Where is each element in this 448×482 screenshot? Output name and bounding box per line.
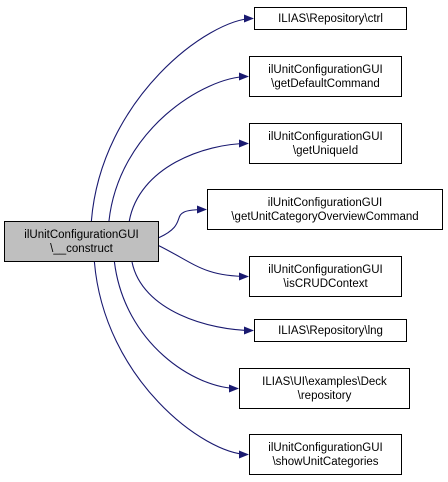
target-node-show-unit-categories[interactable]: ilUnitConfigurationGUI \showUnitCategori… xyxy=(249,434,402,475)
target-node-line-2: \getDefaultCommand xyxy=(271,77,380,90)
call-edge-6 xyxy=(113,261,239,393)
target-node-repository-lng[interactable]: ILIAS\Repository\lng xyxy=(254,319,407,342)
target-node-line-2: \getUnitCategoryOverviewCommand xyxy=(231,210,419,223)
call-edge-7 xyxy=(93,261,249,459)
call-edge-2 xyxy=(128,139,249,222)
target-node-deck-repository[interactable]: ILIAS\UI\examples\Deck \repository xyxy=(239,368,410,409)
target-node-get-unique-id[interactable]: ilUnitConfigurationGUI \getUniqueId xyxy=(249,123,402,164)
source-node-line-2: \__construct xyxy=(50,242,113,255)
target-node-line-1: ilUnitConfigurationGUI xyxy=(267,196,383,209)
target-node-line-2: \repository xyxy=(297,389,352,402)
call-edge-5 xyxy=(131,261,254,335)
target-node-line-1: ILIAS\UI\examples\Deck xyxy=(262,375,387,388)
target-node-line-1: ilUnitConfigurationGUI xyxy=(268,263,383,276)
call-edge-1 xyxy=(108,72,249,222)
target-node-line-2: \getUniqueId xyxy=(292,144,359,157)
target-node-repository-ctrl[interactable]: ILIAS\Repository\ctrl xyxy=(254,7,407,30)
call-edge-0 xyxy=(90,14,254,222)
target-node-line-2: \isCRUDContext xyxy=(283,277,368,290)
target-node-line-2: \showUnitCategories xyxy=(272,455,379,468)
call-edge-3 xyxy=(158,205,207,239)
target-node-line-1: ilUnitConfigurationGUI xyxy=(268,441,383,454)
target-node-line-1: ILIAS\Repository\lng xyxy=(278,324,383,337)
source-node-line-1: ilUnitConfigurationGUI xyxy=(24,228,139,241)
call-edge-4 xyxy=(158,245,249,281)
target-node-line-1: ILIAS\Repository\ctrl xyxy=(278,12,383,25)
target-node-get-default-command[interactable]: ilUnitConfigurationGUI \getDefaultComman… xyxy=(249,56,402,97)
source-node-construct[interactable]: ilUnitConfigurationGUI \__construct xyxy=(4,221,159,262)
target-node-line-1: ilUnitConfigurationGUI xyxy=(268,63,383,76)
target-node-is-crud-context[interactable]: ilUnitConfigurationGUI \isCRUDContext xyxy=(249,256,402,297)
target-node-line-1: ilUnitConfigurationGUI xyxy=(268,130,383,143)
target-node-get-unit-category-overview-command[interactable]: ilUnitConfigurationGUI \getUnitCategoryO… xyxy=(207,189,443,230)
